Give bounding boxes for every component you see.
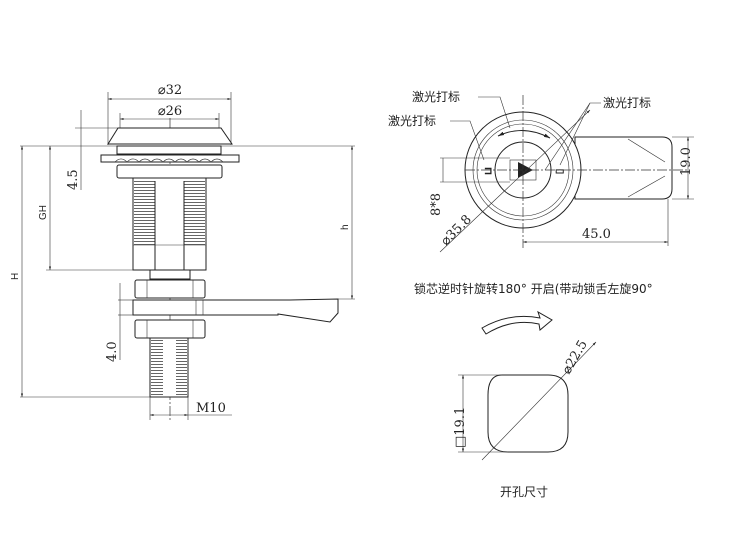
- cutout-view: ⌀22.5 □19.1 开孔尺寸: [453, 338, 597, 499]
- unlock-mark-icon: ▭: [555, 166, 564, 177]
- laser-mark-label: 激光打标: [603, 96, 651, 110]
- dim-flange: 4.5: [66, 169, 81, 190]
- cam-lever: [132, 298, 339, 323]
- dim-dia-inner: ⌀26: [158, 104, 182, 119]
- rotation-caption: 锁芯逆时针旋转180° 开启(带动锁舌左旋90°: [414, 281, 653, 296]
- dim-h-total: H: [10, 273, 21, 280]
- dim-gh: GH: [38, 205, 49, 220]
- dim-cutout-dia: ⌀22.5: [559, 338, 590, 377]
- curved-arrow-icon: [481, 310, 553, 335]
- dim-cam: 4.0: [105, 341, 120, 362]
- dim-cutout-flat: □19.1: [453, 407, 468, 448]
- nut-middle: [134, 279, 206, 299]
- laser-mark-label: 激光打标: [412, 90, 460, 104]
- nut-lower: [134, 319, 206, 339]
- dim-h: h: [340, 224, 351, 230]
- laser-mark-label: 激光打标: [388, 114, 436, 128]
- cap: [107, 127, 233, 145]
- washer: [100, 154, 240, 163]
- dim-square: 8*8: [429, 193, 444, 216]
- nut-upper: [116, 164, 223, 179]
- dim-thread: M10: [196, 401, 226, 416]
- dim-length: 45.0: [582, 227, 611, 242]
- dim-dia-outer: ⌀32: [158, 83, 182, 98]
- cutout-shape: [487, 374, 569, 453]
- top-view: ⊐ ▭ 激光打标 激光打标 激光打标 19.0 8*8 ⌀35.8 45.0: [388, 90, 694, 253]
- lever-top: [574, 136, 673, 200]
- cutout-title: 开孔尺寸: [500, 485, 548, 499]
- rotation-arrow-icon: [497, 130, 551, 139]
- lock-mark-icon: ⊐: [484, 166, 492, 177]
- dim-dia-top: ⌀35.8: [438, 212, 475, 249]
- dim-width: 19.0: [679, 147, 694, 176]
- side-view: ⌀32 ⌀26 4.5 GH H: [10, 83, 355, 422]
